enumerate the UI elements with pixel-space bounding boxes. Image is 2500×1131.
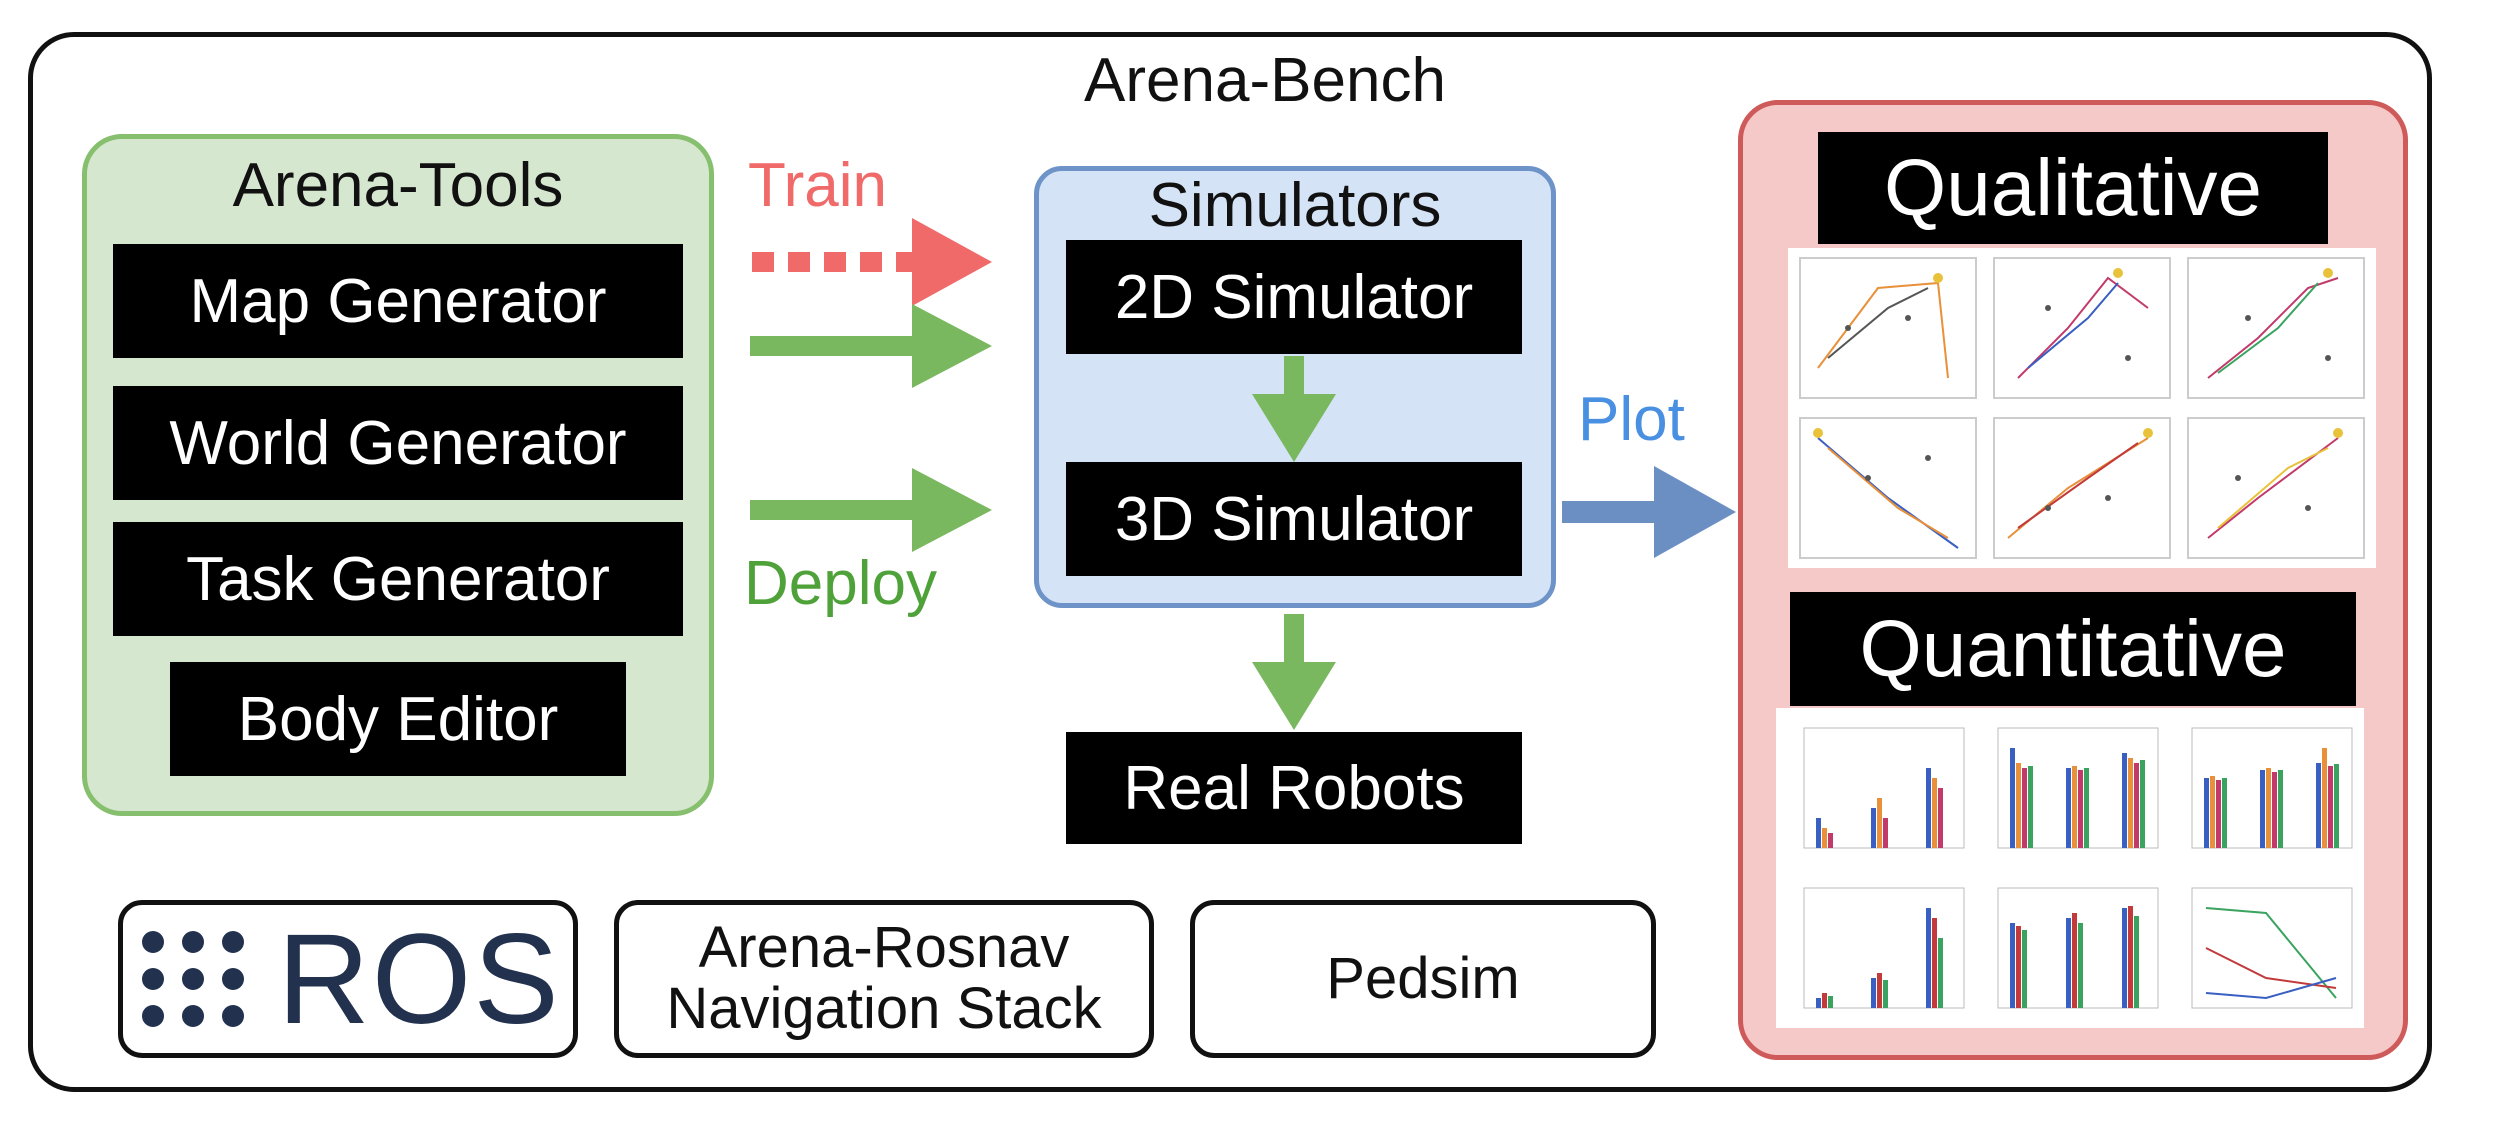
trajectory-plots-image: [1799, 257, 2365, 559]
task-generator-block: Task Generator: [113, 522, 683, 636]
arena-bench-frame: [28, 32, 2432, 1092]
ros-box: ROS: [118, 900, 578, 1058]
ros-dots-icon: [142, 931, 245, 1027]
pedsim-label: Pedsim: [1326, 945, 1520, 1011]
arena-tools-title: Arena-Tools: [232, 151, 564, 220]
3d-simulator-block: 3D Simulator: [1066, 462, 1522, 576]
deploy-arrow-upper: [750, 304, 992, 388]
pedsim-box: Pedsim: [1190, 900, 1656, 1058]
world-generator-block: World Generator: [113, 386, 683, 500]
real-robots-block: Real Robots: [1066, 732, 1522, 844]
deploy-label: Deploy: [744, 549, 937, 618]
diagram-title: Arena-Bench: [1084, 46, 1446, 115]
train-label: Train: [748, 151, 887, 220]
arena-rosnav-line1: Arena-Rosnav: [698, 915, 1070, 981]
body-editor-block: Body Editor: [170, 662, 626, 776]
qualitative-header: Qualitative: [1818, 132, 2328, 244]
simulators-title: Simulators: [1148, 171, 1442, 240]
deploy-arrow-lower: [750, 468, 992, 552]
2d-simulator-block: 2D Simulator: [1066, 240, 1522, 354]
bar-charts-image: [1803, 727, 2353, 1009]
arena-rosnav-box: Arena-Rosnav Navigation Stack: [614, 900, 1154, 1058]
sim2d-to-sim3d-arrow: [1252, 356, 1336, 462]
map-generator-block: Map Generator: [113, 244, 683, 358]
quantitative-plots-panel: [1776, 708, 2364, 1028]
quantitative-header: Quantitative: [1790, 592, 2356, 706]
ros-logo-text: ROS: [277, 907, 561, 1051]
qualitative-plots-panel: [1788, 248, 2376, 568]
train-arrow: [752, 218, 992, 306]
plot-arrow: [1562, 466, 1736, 558]
plot-label: Plot: [1578, 385, 1685, 454]
arena-rosnav-line2: Navigation Stack: [666, 976, 1102, 1041]
sim-to-real-robots-arrow: [1252, 614, 1336, 730]
